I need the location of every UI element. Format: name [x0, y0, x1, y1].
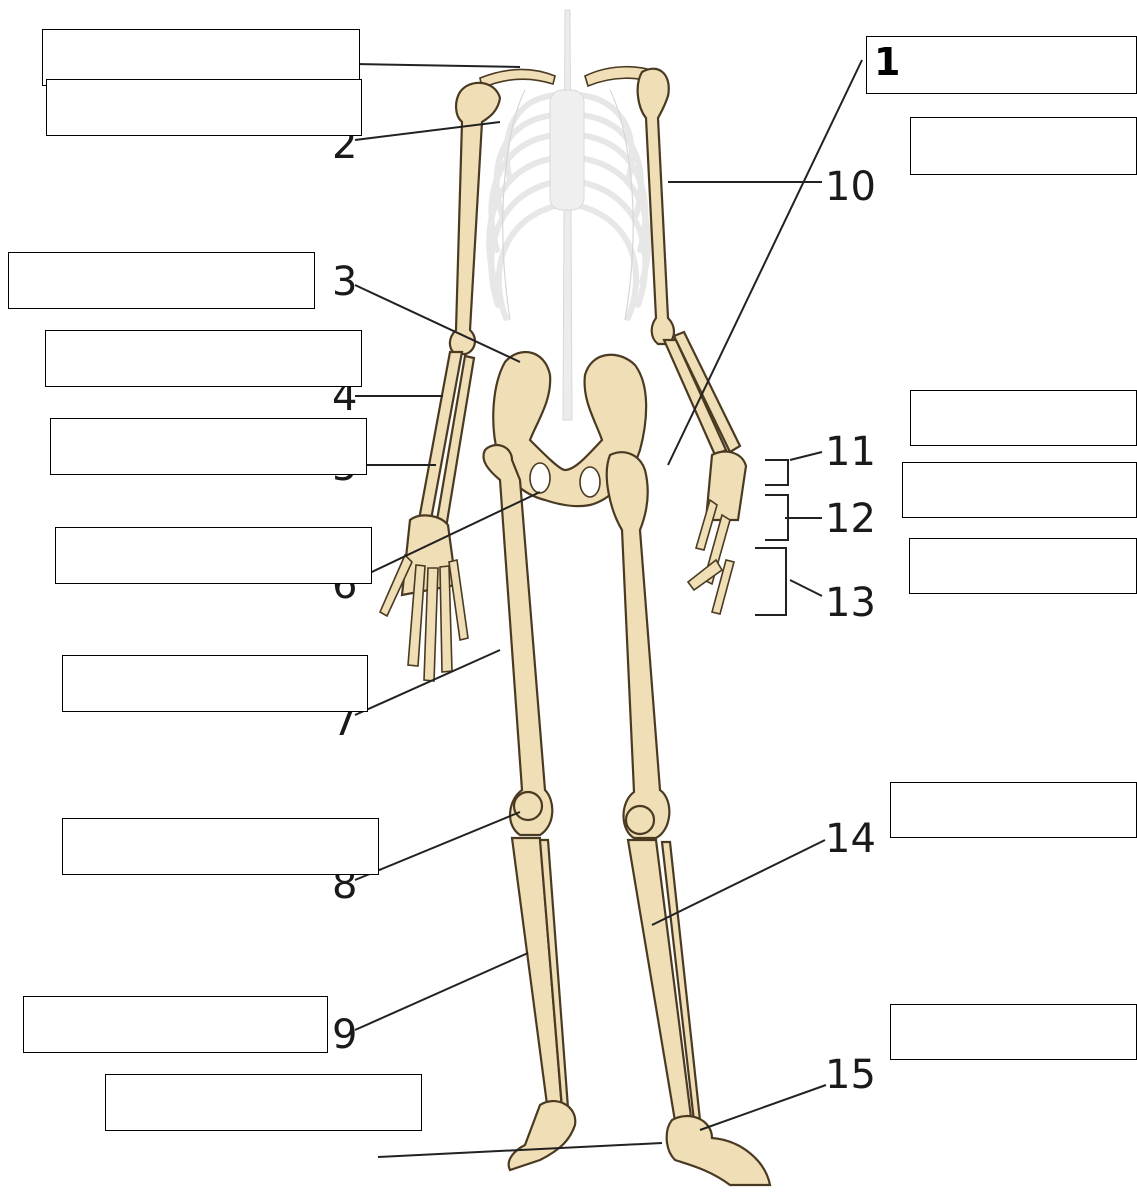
answer-box-right[interactable]	[909, 538, 1137, 594]
answer-box-left[interactable]	[45, 330, 362, 387]
answer-box-right[interactable]	[890, 782, 1137, 838]
answer-box-left[interactable]	[62, 818, 379, 875]
label-9: 9	[332, 1012, 357, 1058]
answer-box-left[interactable]	[50, 418, 367, 475]
label-10: 10	[825, 164, 876, 210]
answer-box-left[interactable]	[23, 996, 328, 1053]
label-15: 15	[825, 1052, 876, 1098]
answer-box-right[interactable]	[890, 1004, 1137, 1060]
answer-box-right[interactable]	[910, 390, 1137, 446]
label-3: 3	[332, 259, 357, 305]
right-arm	[638, 69, 746, 614]
label-13: 13	[825, 580, 876, 626]
answer-box-left[interactable]	[42, 29, 360, 86]
answer-box-top-right[interactable]	[866, 36, 1137, 94]
answer-box-left[interactable]	[46, 79, 362, 136]
left-arm	[380, 83, 500, 681]
shoulder-girdle	[480, 67, 662, 88]
right-leg	[607, 452, 770, 1185]
left-leg	[483, 445, 575, 1170]
answer-box-left[interactable]	[105, 1074, 422, 1131]
answer-box-right[interactable]	[910, 117, 1137, 175]
answer-box-left[interactable]	[62, 655, 368, 712]
answer-box-right[interactable]	[902, 462, 1137, 518]
answer-box-left[interactable]	[55, 527, 372, 584]
label-12: 12	[825, 496, 876, 542]
answer-box-left[interactable]	[8, 252, 315, 309]
label-11: 11	[825, 429, 876, 475]
label-14: 14	[825, 816, 876, 862]
top-right-number: 1	[874, 40, 900, 84]
